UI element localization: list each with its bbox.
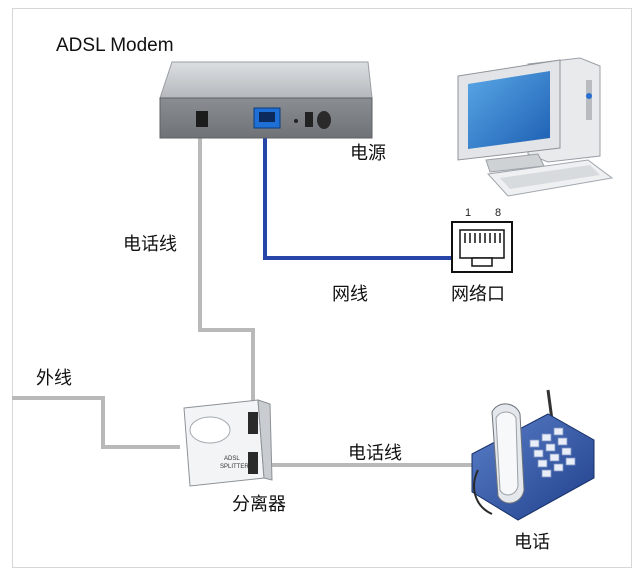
phone-line-label-top: 电话线 — [123, 234, 177, 255]
diagram-drawing: ADSL SPLITTER — [12, 57, 614, 521]
outside-line-cable — [12, 396, 180, 449]
splitter-icon: ADSL SPLITTER — [183, 399, 273, 487]
phone-cable-modem-to-splitter — [198, 128, 255, 412]
modem-label: ADSL Modem — [56, 35, 174, 56]
svg-text:ADSL: ADSL — [224, 456, 240, 462]
network-port-label: 网络口 — [451, 284, 505, 305]
phone-line-label-bottom: 电话线 — [348, 443, 402, 464]
port-pin-first: 1 — [465, 207, 472, 219]
network-cable — [263, 120, 470, 260]
port-pin-last: 8 — [495, 207, 502, 219]
power-label: 电源 — [350, 143, 386, 164]
network-diagram: ADSL SPLITTER ADSL Modem 电源 电话线 网线 网络口 外… — [12, 8, 632, 568]
computer-icon — [457, 57, 614, 197]
telephone-icon — [471, 389, 595, 521]
network-cable-label: 网线 — [332, 284, 368, 305]
rj45-port-icon — [451, 221, 513, 273]
svg-text:SPLITTER: SPLITTER — [220, 464, 249, 470]
outside-line-label: 外线 — [36, 368, 72, 389]
telephone-label: 电话 — [514, 532, 550, 553]
splitter-label: 分离器 — [232, 494, 286, 515]
modem-icon — [159, 61, 373, 139]
